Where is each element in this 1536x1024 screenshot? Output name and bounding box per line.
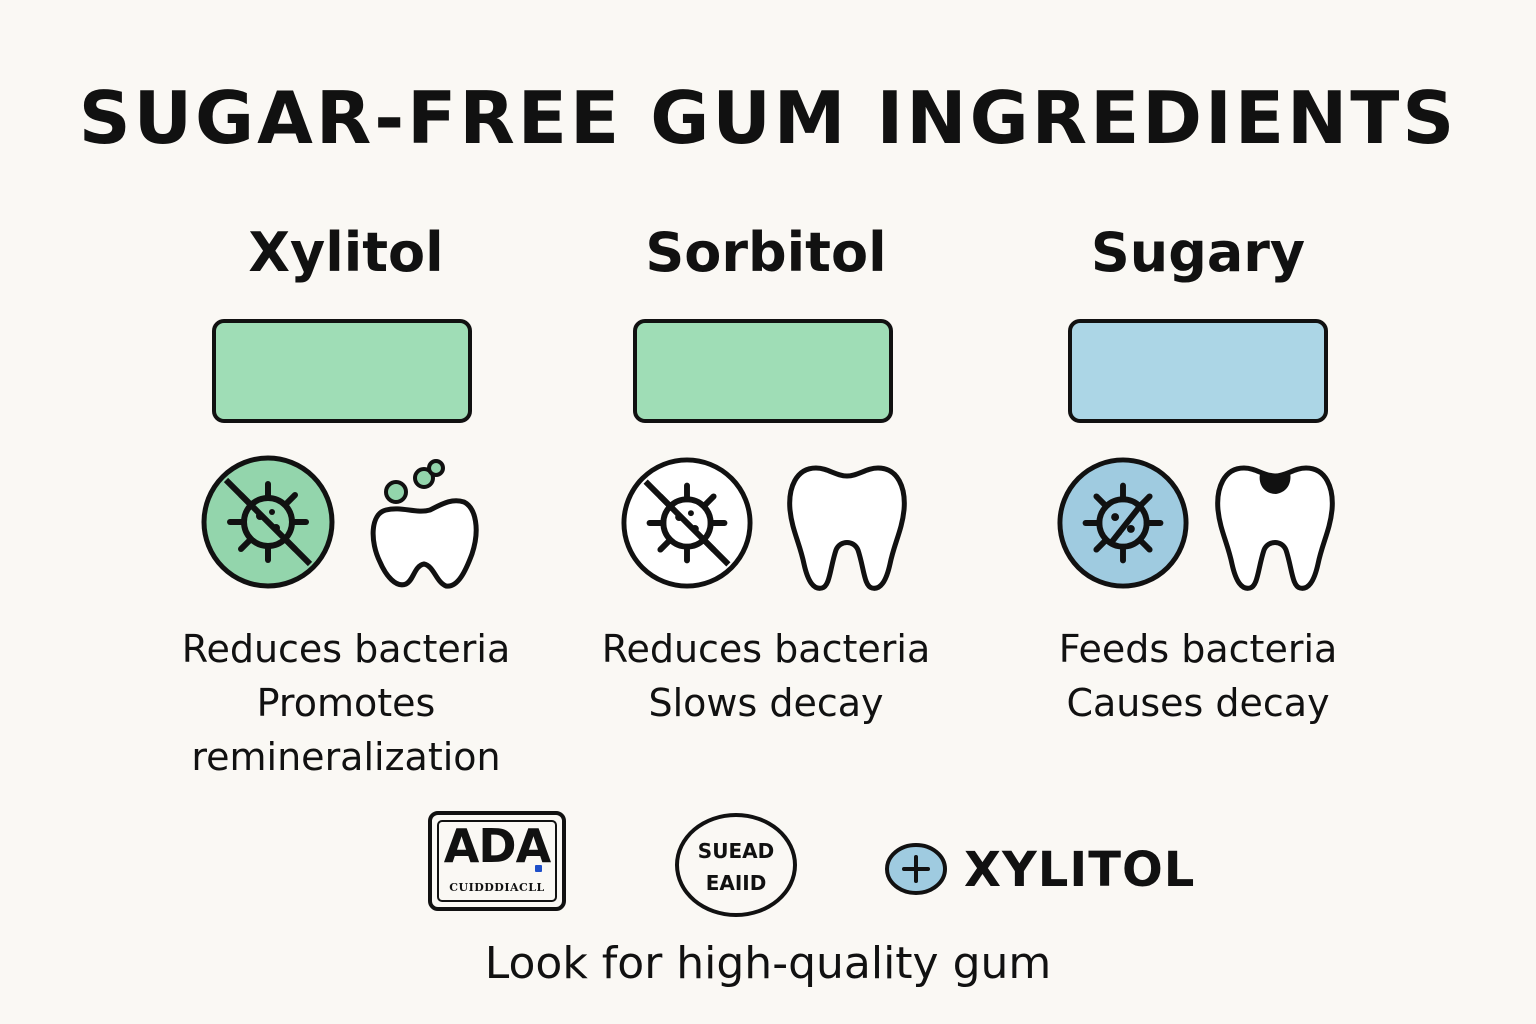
description-line: Promotes [256, 681, 436, 725]
column-description: Reduces bacteria Slows decay [546, 622, 986, 730]
round-seal-badge: SUEAD EAIID [675, 813, 797, 917]
column-description: Reduces bacteria Promotes remineralizati… [126, 622, 566, 784]
description-line: remineralization [191, 735, 501, 779]
gum-stick-green [212, 319, 472, 423]
no-bacteria-icon [201, 455, 335, 589]
column-heading: Sorbitol [645, 221, 887, 284]
decayed-tooth-icon [1215, 465, 1335, 591]
ada-badge-inner-border [437, 820, 557, 902]
gum-stick-green [633, 319, 893, 423]
description-line: Slows decay [648, 681, 884, 725]
ada-seal-badge: ADA CUIDDDIACLL [428, 811, 566, 911]
gum-stick-blue [1068, 319, 1328, 423]
ada-badge-title: ADA [443, 819, 551, 873]
footer-note: Look for high-quality gum [484, 938, 1052, 989]
ada-badge-dot [535, 865, 542, 872]
xylitol-badge-label: XYLITOL [964, 842, 1196, 898]
remineralizing-tooth-icon [370, 459, 479, 589]
plus-circle-icon [885, 843, 947, 895]
column-heading: Sugary [1090, 221, 1306, 284]
column-description: Feeds bacteria Causes decay [978, 622, 1418, 730]
description-line: Reduces bacteria [601, 627, 931, 671]
page-title: SUGAR-FREE GUM INGREDIENTS [78, 76, 1458, 160]
ada-badge-subtitle: CUIDDDIACLL [449, 881, 545, 894]
column-heading: Xylitol [248, 221, 444, 284]
seal-line-2: EAIID [705, 871, 767, 895]
no-bacteria-icon [621, 457, 753, 589]
description-line: Feeds bacteria [1058, 627, 1338, 671]
description-line: Reduces bacteria [181, 627, 511, 671]
bacteria-icon [1057, 457, 1189, 589]
seal-line-1: SUEAD [697, 839, 775, 863]
healthy-tooth-icon [787, 465, 907, 591]
description-line: Causes decay [1066, 681, 1330, 725]
